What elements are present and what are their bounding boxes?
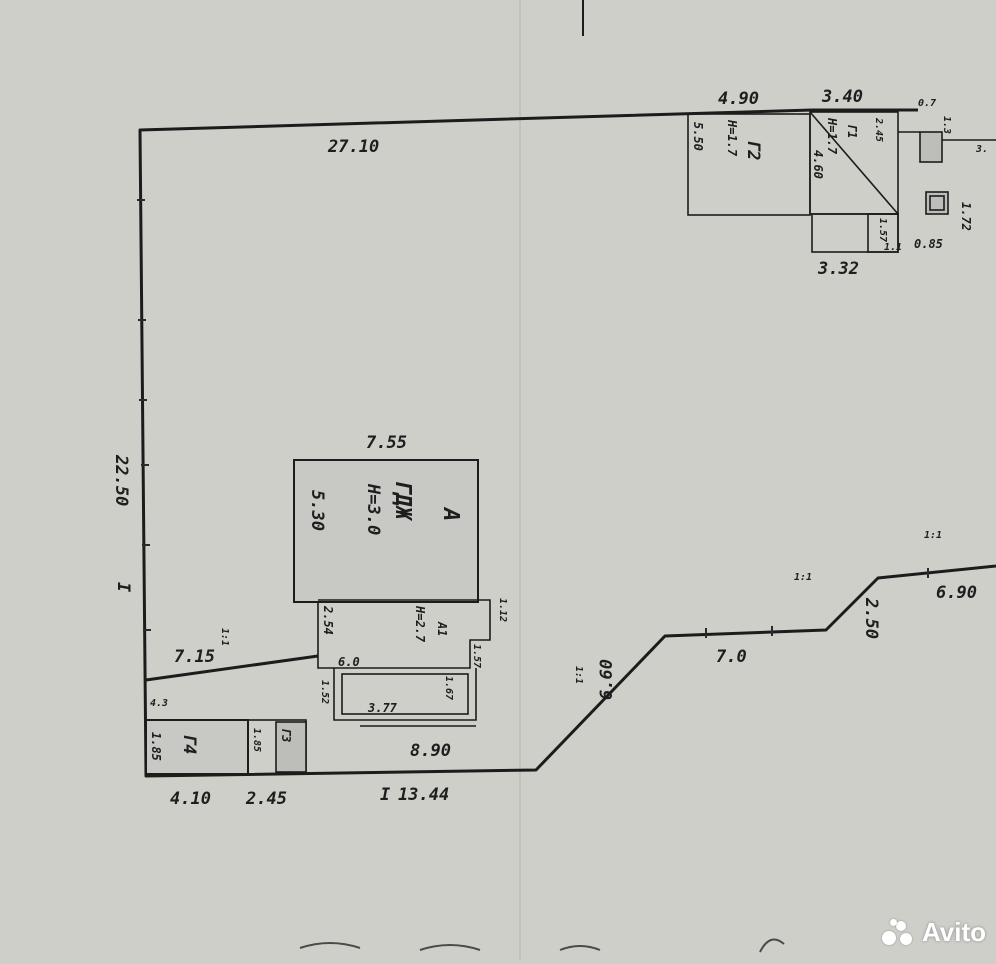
label-g4: Г4 <box>179 734 199 754</box>
label-box-side: 1.72 <box>959 202 973 231</box>
label-boundary-top: 27.10 <box>327 137 379 157</box>
label-a1-right-b: 1.57 <box>471 644 482 668</box>
label-small-a-side: 1.57 <box>877 218 888 242</box>
label-tiny-top: 0.7 <box>918 98 936 109</box>
avito-logo-icon <box>881 918 916 947</box>
label-a1-height: H=2.7 <box>413 605 427 643</box>
addition-a1 <box>317 599 491 669</box>
label-g1-top-side: 2.45 <box>873 117 884 142</box>
label-g3: Г3 <box>279 728 293 742</box>
addition-a-small <box>333 668 477 721</box>
label-seg-top-b: 3.40 <box>821 87 863 107</box>
label-g2-height: H=1.7 <box>725 119 739 157</box>
label-g1: Г1 <box>845 124 859 138</box>
small-box-inner <box>929 195 945 211</box>
addition-a-inner <box>341 673 469 715</box>
label-tiny-side-a: 1.3 <box>941 116 952 134</box>
label-g4-top: 4.3 <box>150 698 168 709</box>
label-seg-top-a: 4.90 <box>718 89 759 109</box>
label-mid-run: 7.0 <box>716 647 747 667</box>
label-house: А <box>438 506 463 521</box>
label-house-use: ГДЖ <box>390 480 415 521</box>
label-bottom-right-len: 3.32 <box>817 259 859 279</box>
building-g4 <box>145 719 249 775</box>
label-g3-bottom: 2.45 <box>245 789 287 809</box>
avito-watermark: Avito <box>881 917 986 948</box>
label-house-top: 7.55 <box>366 433 407 453</box>
building-g3-inner <box>275 721 307 773</box>
label-left-mark: I <box>113 582 133 593</box>
label-g4-bottom: 4.10 <box>170 789 211 809</box>
label-bottom-mid: 8.90 <box>410 741 451 761</box>
label-small-a: 1.1 <box>884 242 902 253</box>
label-bottom-under: 13.44 <box>398 785 449 805</box>
label-diag-b-mark: 1:1 <box>794 572 812 583</box>
label-a1-len: 6.0 <box>338 655 360 669</box>
label-g1-height: H=1.7 <box>825 117 839 155</box>
label-right-run-mark: 1:1 <box>924 530 942 541</box>
label-a-small-side: 1.52 <box>319 680 330 704</box>
avito-brand-text: Avito <box>921 917 986 947</box>
label-a1: А1 <box>435 621 449 636</box>
label-box-bottom: 0.85 <box>914 237 943 251</box>
parcel-boundary <box>138 108 996 778</box>
label-diag-b: 2.50 <box>861 597 881 639</box>
label-diag-a: 6.60 <box>597 659 617 700</box>
tiny-structure <box>919 131 943 163</box>
label-diag-a-mark: 1:1 <box>573 666 584 684</box>
label-house-height: H=3.0 <box>363 483 383 535</box>
label-a1-right: 1.12 <box>497 598 508 622</box>
label-g4-side: 1.85 <box>149 732 163 761</box>
label-boundary-left: 22.50 <box>111 454 131 506</box>
label-a-small-len: 3.77 <box>367 701 398 715</box>
label-tiny-side-b: 3. <box>975 144 988 155</box>
small-box <box>925 191 949 215</box>
house-a <box>293 459 479 603</box>
bottom-handwriting-marks <box>299 938 785 953</box>
label-a1-side: 2.54 <box>321 605 335 635</box>
fence-line <box>145 654 319 682</box>
g1-inner-line <box>809 111 899 215</box>
building-small-a <box>867 213 899 253</box>
label-g1-side: 4.60 <box>811 150 825 179</box>
label-fence-mark: 1:1 <box>219 628 230 646</box>
label-a-small-right: 1.67 <box>443 676 454 700</box>
label-bottom-under-mark: I <box>380 785 391 805</box>
label-fence-left: 7.15 <box>174 647 215 667</box>
label-house-side: 5.30 <box>307 490 327 531</box>
label-g2-side: 5.50 <box>691 122 705 151</box>
label-right-run: 6.90 <box>936 583 977 603</box>
label-g3-side: 1.85 <box>251 728 262 752</box>
label-g2: Г2 <box>743 140 763 160</box>
